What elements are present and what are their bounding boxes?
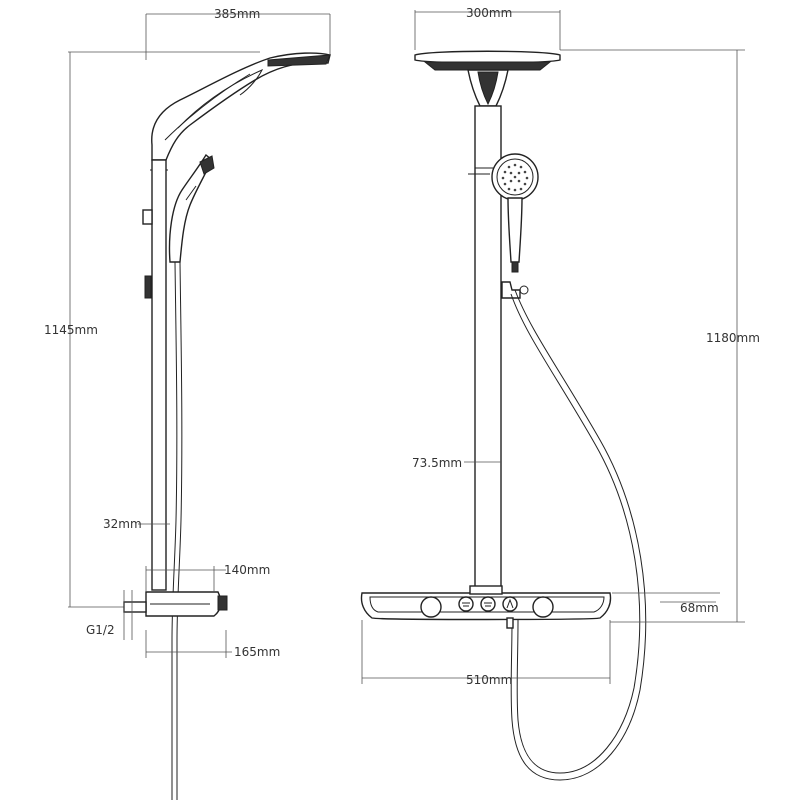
front-view: 300mm <box>360 6 760 781</box>
dim-front-head-label: 300mm <box>466 6 512 20</box>
dim-front-offset-label: 73.5mm <box>412 456 462 470</box>
dim-front-offset: 73.5mm <box>412 456 501 470</box>
dim-side-pipe: 32mm <box>103 517 170 531</box>
dim-front-shelf-height-label: 68mm <box>680 601 719 615</box>
dim-front-shelf-width: 510mm <box>361 620 611 687</box>
dim-side-height-label: 1145mm <box>44 323 98 337</box>
dim-side-height: 1145mm <box>44 51 260 608</box>
front-shelf <box>360 585 612 629</box>
selector-button-2 <box>480 596 496 612</box>
flow-knob <box>532 596 554 618</box>
dim-side-shelf-total: 165mm <box>145 630 280 659</box>
dim-front-shelf-width-label: 510mm <box>466 673 512 687</box>
side-main-pipe <box>151 159 167 591</box>
front-hose <box>510 289 647 781</box>
side-view: 385mm 1145mm 32mm <box>44 7 331 800</box>
side-shelf <box>145 591 228 617</box>
dim-front-height-label: 1180mm <box>706 331 760 345</box>
selector-button-3 <box>502 596 518 612</box>
selector-button-1 <box>458 596 474 612</box>
dim-inlet-label: G1/2 <box>86 623 115 637</box>
dim-front-height: 1180mm <box>560 49 760 623</box>
dim-front-shelf-height: 68mm <box>612 592 720 615</box>
side-hose <box>171 261 178 800</box>
dim-front-head: 300mm <box>414 6 561 50</box>
dim-side-pipe-label: 32mm <box>103 517 142 531</box>
temperature-knob <box>420 596 442 618</box>
front-hand-shower <box>468 153 539 299</box>
front-shower-head <box>414 50 561 107</box>
dim-side-shelf-depth-label: 140mm <box>224 563 270 577</box>
dim-side-shelf-total-label: 165mm <box>234 645 280 659</box>
dim-side-shelf-depth: 140mm <box>145 563 270 592</box>
dim-side-width-label: 385mm <box>214 7 260 21</box>
side-inlet: G1/2 <box>86 590 147 640</box>
side-shower-arm <box>151 52 331 161</box>
